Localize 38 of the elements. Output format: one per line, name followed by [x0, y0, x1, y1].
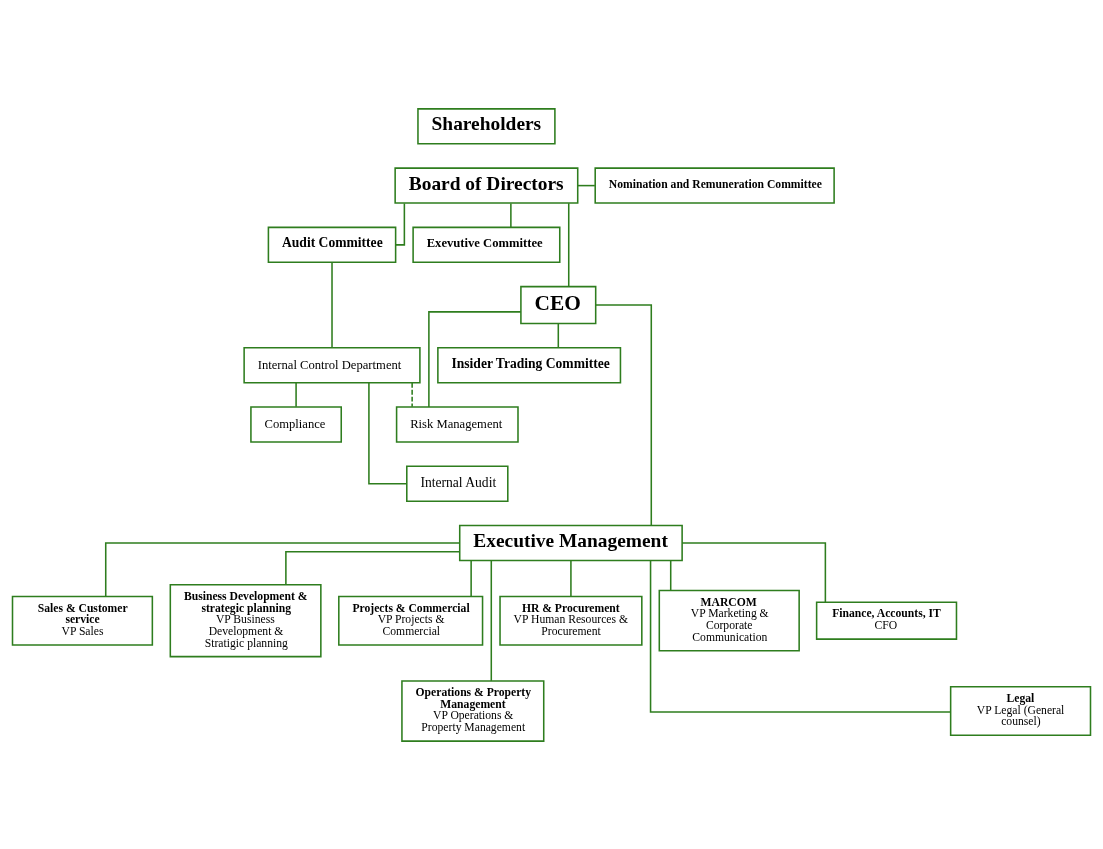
- node-box: Business Development & strategic planning VP Business Development & Stratigic planning: [169, 583, 322, 657]
- node-box: HR & Procurement VP Human Resources & Procurement: [499, 595, 643, 646]
- connector: [567, 201, 570, 287]
- connector: [295, 381, 297, 408]
- connector: [669, 559, 672, 591]
- connector: [368, 381, 408, 485]
- connector: [411, 381, 413, 408]
- node-box: Sales & Customer service VP Sales: [11, 595, 154, 646]
- connector: [510, 202, 512, 228]
- node-box: Nomination and Remuneration Committee: [594, 166, 835, 204]
- connector: [490, 559, 493, 682]
- node-box: Executive Management: [458, 524, 683, 561]
- connector: [395, 202, 406, 246]
- connector: [557, 322, 560, 348]
- connector: [649, 559, 952, 713]
- connector: [595, 303, 653, 526]
- connector: [104, 541, 461, 597]
- connector: [570, 559, 572, 597]
- node-box: Projects & Commercial VP Projects & Commercial: [338, 595, 484, 646]
- connector: [285, 550, 461, 585]
- node-box: Internal Audit: [406, 465, 509, 502]
- node-box: MARCOM VP Marketing & Corporate Communication: [658, 589, 800, 652]
- node-box: Risk Management: [395, 405, 519, 443]
- connector: [331, 261, 333, 348]
- node-box: Legal VP Legal (General counsel): [949, 685, 1092, 736]
- node-box: CEO: [520, 285, 597, 324]
- node-box: Finance, Accounts, IT CFO: [815, 600, 958, 640]
- connector: [428, 310, 522, 408]
- connector: [470, 559, 472, 597]
- node-box: Operations & Property Management VP Operations & Property Management: [401, 679, 545, 742]
- connector: [681, 541, 827, 603]
- node-box: Compliance: [250, 405, 342, 443]
- node-box: Board of Directors: [394, 166, 579, 204]
- node-box: Internal Control Department: [243, 346, 421, 384]
- node-box: Audit Committee: [267, 226, 397, 263]
- node-box: Exevutive Committee: [412, 226, 561, 263]
- node-box: Shareholders: [417, 107, 556, 145]
- node-box: Insider Trading Committee: [437, 346, 622, 384]
